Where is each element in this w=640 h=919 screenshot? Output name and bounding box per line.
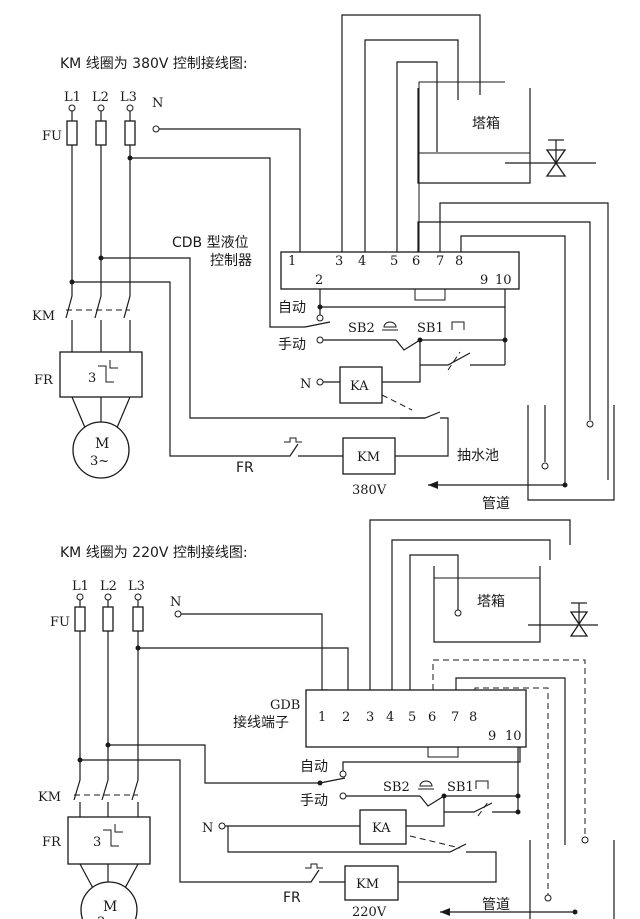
- terminal-2-b: 2: [342, 710, 350, 725]
- valve-icon: [545, 139, 567, 177]
- auto-label-b: 自动: [300, 759, 328, 775]
- ka-label: KA: [350, 379, 369, 394]
- sb2-label: SB2: [348, 321, 375, 336]
- overload-relay: [59, 351, 143, 398]
- terminal-5: 5: [390, 254, 398, 269]
- manual-label: 手动: [278, 337, 306, 353]
- terminal-3: 3: [335, 254, 343, 269]
- neutral-label: N: [152, 96, 163, 111]
- fuse-symbol: [66, 111, 136, 146]
- thermal-element-icon-b: [103, 829, 119, 847]
- manual-label-b: 手动: [300, 793, 328, 809]
- terminal-1: 1: [288, 254, 296, 269]
- coil-voltage-220v: 220V: [352, 905, 387, 919]
- ka-neutral-label: N: [300, 377, 311, 392]
- terminal-5-b: 5: [408, 710, 416, 725]
- km-coil-label: KM: [357, 450, 380, 465]
- tower-tank-label: 塔箱: [472, 116, 500, 132]
- tower-tank-b: [433, 566, 541, 643]
- stop-button-icon-b: [418, 780, 434, 790]
- water-pool: [527, 405, 615, 501]
- phase-label-l2-b: L2: [100, 579, 117, 594]
- km-coil-label-b: KM: [356, 877, 379, 892]
- motor-label-b: M: [103, 899, 117, 915]
- ka-label-b: KA: [372, 821, 391, 836]
- neutral-label-b: N: [170, 595, 181, 610]
- sb1-label-b: SB1: [447, 780, 474, 795]
- phase-label-l3: L3: [120, 90, 137, 105]
- stop-button-icon: [382, 321, 398, 331]
- terminal-3-b: 3: [366, 710, 374, 725]
- terminal-10: 10: [495, 273, 512, 288]
- diagram-title-380v: KM 线圈为 380V 控制接线图:: [60, 55, 248, 72]
- motor-label: M: [95, 436, 109, 452]
- thermal-element-icon: [98, 365, 114, 383]
- fuse-label-b: FU: [50, 615, 70, 630]
- fr-contact-label-b: FR: [283, 890, 301, 906]
- sb1-label: SB1: [417, 321, 444, 336]
- gdb-terminal-block: [305, 689, 527, 748]
- phase-label-l2: L2: [92, 90, 109, 105]
- diagram-220v: KM 线圈为 220V 控制接线图: L1 L2 L3 N FU KM FR 3: [38, 519, 615, 919]
- ka-relay-coil: [339, 366, 383, 404]
- overload-relay-b: [67, 816, 151, 865]
- contactor-main-contacts-b: [73, 779, 139, 817]
- diagram-title-220v: KM 线圈为 220V 控制接线图:: [60, 544, 248, 561]
- terminal-block-name-2: 接线端子: [233, 714, 289, 731]
- overload-inner-label: 3: [88, 371, 96, 386]
- controller-name-line1: CDB 型液位: [172, 235, 249, 251]
- overload-label-b: FR: [42, 835, 62, 850]
- motor-phase-label-b: 3~: [97, 915, 116, 919]
- phase-label-l3-b: L3: [128, 579, 145, 594]
- phase-label-l1: L1: [64, 90, 81, 105]
- terminal-block-name-1: GDB: [270, 698, 300, 713]
- pool-label: 抽水池: [457, 448, 499, 464]
- terminal-6: 6: [412, 254, 420, 269]
- motor-icon: [72, 421, 130, 479]
- fr-contact-label: FR: [236, 460, 254, 476]
- coil-voltage-380v: 380V: [352, 483, 387, 498]
- contactor-label-b: KM: [38, 790, 61, 805]
- terminal-1-b: 1: [318, 710, 326, 725]
- terminal-6-b: 6: [428, 710, 436, 725]
- tower-tank-label-b: 塔箱: [477, 594, 505, 610]
- km-coil-380v: [342, 437, 396, 475]
- terminal-4: 4: [358, 254, 366, 269]
- terminal-7: 7: [436, 254, 444, 269]
- phase-label-l1-b: L1: [72, 579, 89, 594]
- start-button-icon: [451, 321, 465, 330]
- terminal-10-b: 10: [505, 729, 522, 744]
- fuse-label: FU: [42, 129, 62, 144]
- ka-neutral-label-b: N: [202, 821, 213, 836]
- pipe-label-380v: 管道: [482, 496, 510, 512]
- motor-icon-b: [80, 881, 138, 919]
- terminal-4-b: 4: [386, 710, 394, 725]
- terminal-9-b: 9: [488, 729, 496, 744]
- fr-contact-icon-b: [305, 863, 323, 883]
- overload-label: FR: [34, 373, 54, 388]
- terminal-7-b: 7: [451, 710, 459, 725]
- terminal-9: 9: [480, 273, 488, 288]
- km-coil-220v: [344, 865, 399, 901]
- contactor-main-contacts: [65, 295, 131, 352]
- valve-icon-b: [569, 602, 589, 637]
- start-button-icon-b: [475, 780, 489, 789]
- fuse-symbol-b: [74, 600, 144, 632]
- terminal-2: 2: [315, 273, 323, 288]
- pipe-label-220v: 管道: [482, 897, 510, 913]
- level-controller-box: [280, 251, 520, 290]
- terminal-8: 8: [455, 254, 463, 269]
- contactor-label: KM: [32, 309, 55, 324]
- motor-phase-label: 3~: [90, 454, 109, 469]
- fr-contact-icon: [284, 437, 302, 457]
- diagram-380v: KM 线圈为 380V 控制接线图: L1 L2 L3 N FU KM: [32, 14, 615, 512]
- ka-relay-coil-b: [359, 809, 407, 845]
- controller-name-line2: 控制器: [210, 253, 252, 269]
- sb2-label-b: SB2: [383, 780, 410, 795]
- overload-inner-label-b: 3: [93, 835, 101, 850]
- auto-label: 自动: [278, 300, 306, 316]
- tower-tank: [417, 88, 531, 184]
- terminal-8-b: 8: [469, 710, 477, 725]
